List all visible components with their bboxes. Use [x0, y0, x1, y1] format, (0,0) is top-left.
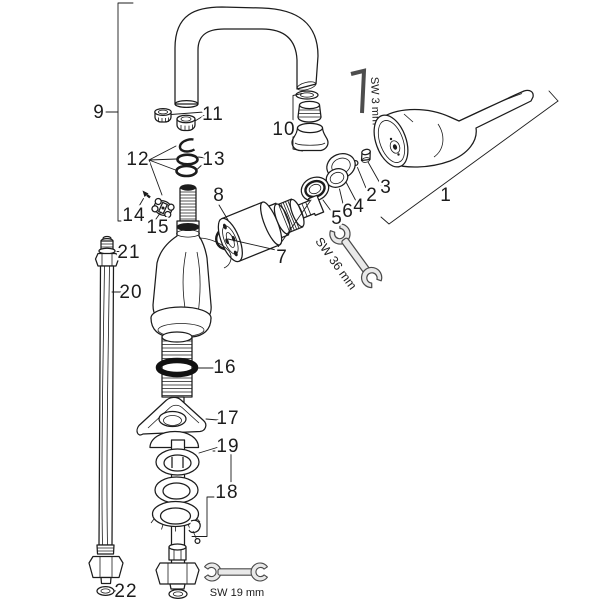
part-label-1: 1: [440, 185, 452, 206]
part-label-9: 9: [93, 102, 105, 123]
wrench-36-icon: SW 36 mm: [311, 220, 386, 294]
allen-key-icon: SW 3 mm: [350, 68, 383, 127]
aerator-assembly: [291, 90, 329, 152]
part-label-19: 19: [216, 436, 239, 457]
part-label-12: 12: [126, 149, 149, 170]
part-label-18: 18: [215, 482, 238, 503]
wrench-19-size-label: SW 19 mm: [210, 587, 264, 599]
part-label-8: 8: [213, 185, 225, 206]
leader-lines: [111, 111, 382, 592]
bracket-1: [380, 90, 559, 225]
part-label-2: 2: [366, 185, 378, 206]
part-label-7: 7: [276, 247, 288, 268]
allen-key-size-label: SW 3 mm: [368, 77, 382, 126]
part-label-4: 4: [353, 196, 365, 217]
part-label-3: 3: [380, 177, 392, 198]
seal-set: [175, 138, 199, 178]
part-label-5: 5: [331, 208, 343, 229]
part-labels: 1 2 3 4 5 6 7 8 9 10 11 12 13 14 15 16 1…: [91, 100, 454, 600]
part-label-11: 11: [202, 104, 224, 125]
set-screw-small: [142, 190, 151, 199]
handle: [373, 89, 534, 168]
washers-and-nut: [150, 439, 201, 600]
part-label-10: 10: [272, 119, 295, 140]
set-screw-and-sleeve: [350, 148, 371, 168]
part-label-13: 13: [202, 149, 225, 170]
part-label-17: 17: [216, 408, 239, 429]
bracket-7: [227, 199, 312, 251]
cartridge: [217, 194, 325, 263]
supply-hose: [88, 235, 124, 597]
aerator-plugs: [154, 107, 196, 132]
part-label-6: 6: [342, 201, 354, 222]
wrench-19-icon: SW 19 mm: [204, 562, 268, 600]
part-label-21: 21: [117, 242, 140, 263]
spacer-rings: [300, 152, 356, 202]
part-label-22: 22: [114, 581, 137, 600]
bracket-10: [292, 93, 303, 152]
part-label-15: 15: [146, 217, 169, 238]
check-valve: [151, 197, 175, 219]
stabilizer-plate: [136, 396, 207, 449]
part-label-20: 20: [119, 282, 142, 303]
bracket-18: [191, 450, 232, 537]
spout-pipe: [174, 6, 319, 109]
part-label-14: 14: [122, 205, 145, 226]
bracket-9: [105, 2, 134, 222]
part-label-16: 16: [213, 357, 236, 378]
